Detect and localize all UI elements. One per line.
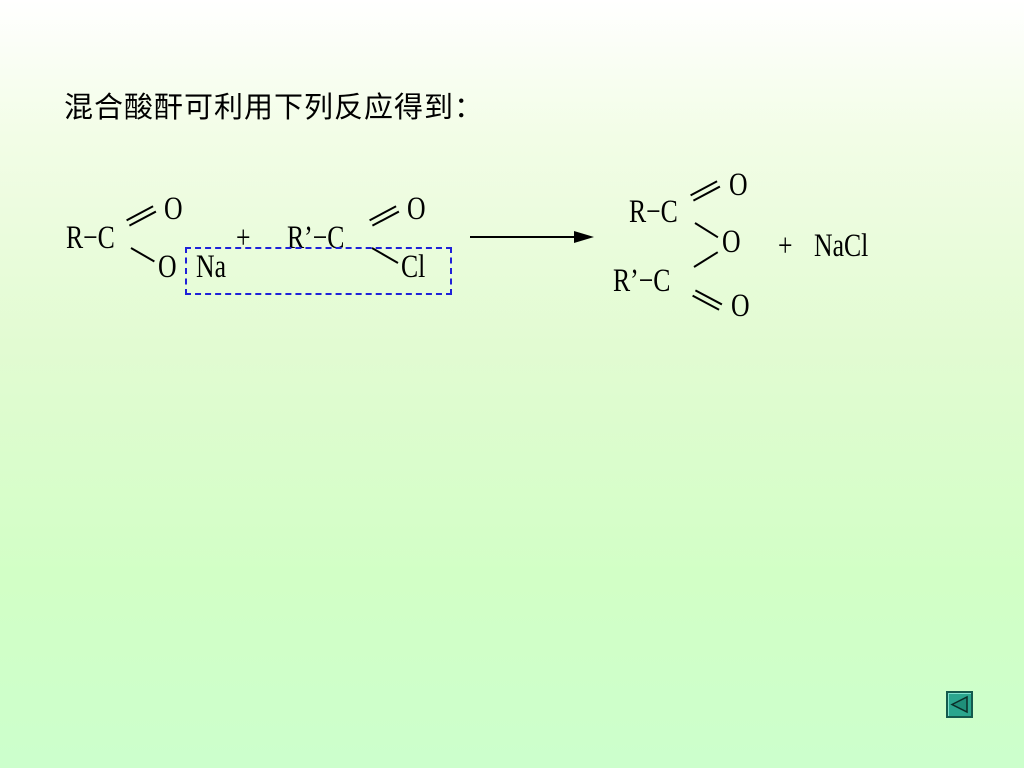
reactant2-carbonyl-oxygen: O (407, 191, 426, 227)
reactant1-double-bond (126, 205, 157, 227)
reactant1-single-oxygen: O (158, 249, 177, 285)
product-top-carbonyl-oxygen: O (729, 167, 748, 203)
product-bottom-single-bond (693, 251, 719, 268)
nacl-elimination-highlight (185, 247, 452, 295)
product-top-r-group: R−C (629, 194, 678, 230)
reactant1-r-group: R−C (66, 220, 115, 256)
reaction-arrow-shaft (470, 236, 578, 238)
reactant1-carbonyl-oxygen: O (164, 191, 183, 227)
reactant2-r-group: R’−C (287, 220, 345, 256)
triangle-left-icon (950, 695, 968, 714)
product-top-double-bond (690, 180, 721, 202)
reactant1-sodium: Na (196, 249, 227, 285)
previous-slide-button[interactable] (946, 691, 973, 718)
product-bottom-double-bond (692, 289, 723, 311)
product-bottom-carbonyl-oxygen: O (731, 288, 750, 324)
product-bottom-r-group: R’−C (613, 263, 671, 299)
reaction-arrow-head (574, 231, 594, 243)
reactant1-single-bond (130, 247, 155, 263)
byproduct-nacl: NaCl (814, 228, 869, 264)
reactant2-chlorine: Cl (401, 249, 426, 285)
plus-sign-reactants: + (236, 220, 251, 256)
product-top-single-bond (694, 222, 719, 239)
product-bridge-oxygen: O (722, 224, 741, 260)
reactant2-double-bond (369, 205, 400, 227)
slide-title: 混合酸酐可利用下列反应得到： (64, 90, 485, 124)
plus-sign-products: + (778, 228, 793, 264)
